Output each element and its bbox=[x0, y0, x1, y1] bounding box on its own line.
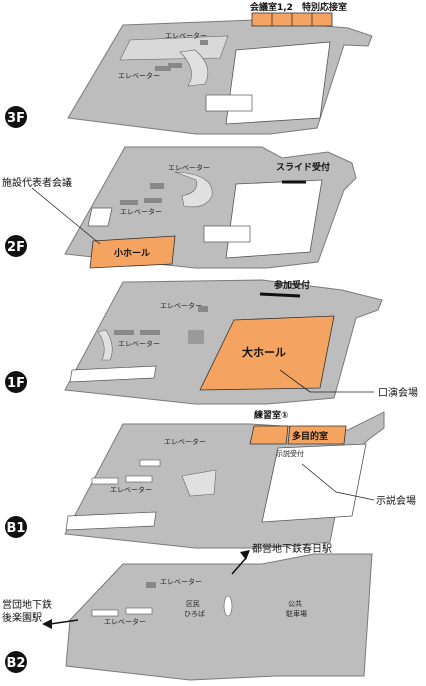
oral-venue-label: 口演会場 bbox=[378, 386, 418, 399]
elevator-label-2f-a: エレベーター bbox=[168, 163, 210, 172]
floor-badge-b1-text: B1 bbox=[7, 521, 26, 536]
floor-1f: 参加受付 大ホール 口演会場 エレベーター エレベーター 1F bbox=[5, 279, 418, 405]
multipurpose-label: 多目的室 bbox=[292, 430, 328, 442]
registration-label: 参加受付 bbox=[274, 279, 310, 291]
elevator-label-1f-b: エレベーター bbox=[118, 339, 160, 348]
practice-room bbox=[249, 425, 289, 445]
arrow-to-korakuen bbox=[42, 619, 52, 629]
representatives-meeting-label: 施設代表者会議 bbox=[2, 176, 72, 189]
to-korakuen-line2: 後楽園駅 bbox=[2, 611, 42, 624]
floor-b2: 都営地下鉄春日駅 営団地下鉄 後楽園駅 区民 ひろば 公共 駐車場 エレベーター… bbox=[2, 542, 373, 681]
elevator-label-3f-b: エレベーター bbox=[118, 71, 160, 80]
to-kasuga-label: 都営地下鉄春日駅 bbox=[252, 542, 332, 555]
floor-badge-2f-text: 2F bbox=[7, 240, 25, 255]
to-korakuen-line1: 営団地下鉄 bbox=[2, 598, 52, 611]
poster-reception-label: 示説受付 bbox=[276, 449, 304, 458]
floor-badge-1f-text: 1F bbox=[7, 376, 25, 391]
elevator-label-b2-a: エレベーター bbox=[160, 577, 202, 586]
floor-badge-b1 bbox=[5, 516, 27, 538]
floor-badge-3f bbox=[5, 106, 27, 128]
elevator-label-1f-a: エレベーター bbox=[160, 301, 202, 310]
elevator-label-b2-b: エレベーター bbox=[104, 617, 146, 626]
meeting-rooms-label: 会議室1,2 特別応接室 bbox=[250, 1, 347, 13]
multipurpose-room bbox=[287, 425, 347, 445]
elevator-label-3f-a: エレベーター bbox=[165, 31, 207, 40]
floor-badge-b2-text: B2 bbox=[7, 656, 26, 671]
floor-badge-1f bbox=[5, 371, 27, 393]
elevator-label-b1-b: エレベーター bbox=[110, 485, 152, 494]
floor-2f: 施設代表者会議 小ホール スライド受付 エレベーター エレベーター 2F bbox=[2, 146, 357, 269]
room-2f-large bbox=[225, 179, 323, 259]
plaza-label-2: ひろば bbox=[184, 609, 205, 618]
practice-room-label: 練習室① bbox=[254, 409, 289, 421]
elevator-label-2f-b: エレベーター bbox=[120, 207, 162, 216]
floor-b1: 練習室① 多目的室 示説受付 示説会場 エレベーター エレベーター B1 bbox=[5, 409, 416, 549]
main-hall bbox=[199, 315, 335, 391]
floor-badge-b2 bbox=[5, 651, 27, 673]
small-hall bbox=[89, 235, 176, 269]
room-3f-large bbox=[225, 41, 331, 125]
poster-venue-label: 示説会場 bbox=[376, 494, 416, 507]
parking-label-1: 公共 bbox=[288, 599, 302, 608]
small-hall-label: 小ホール bbox=[113, 247, 150, 259]
floor-badge-3f-text: 3F bbox=[7, 111, 25, 126]
floor-b2-plate bbox=[65, 553, 373, 681]
parking-label-2: 駐車場 bbox=[286, 609, 307, 618]
floor-3f: 会議室1,2 特別応接室 エレベーター エレベーター 3F bbox=[5, 1, 373, 135]
main-hall-label: 大ホール bbox=[242, 345, 286, 359]
elevator-label-b1-a: エレベーター bbox=[164, 437, 206, 446]
arrow-to-kasuga bbox=[240, 550, 250, 560]
floor-badge-2f bbox=[5, 235, 27, 257]
slide-reception-label: スライド受付 bbox=[276, 161, 330, 173]
plaza-label-1: 区民 bbox=[186, 600, 200, 608]
